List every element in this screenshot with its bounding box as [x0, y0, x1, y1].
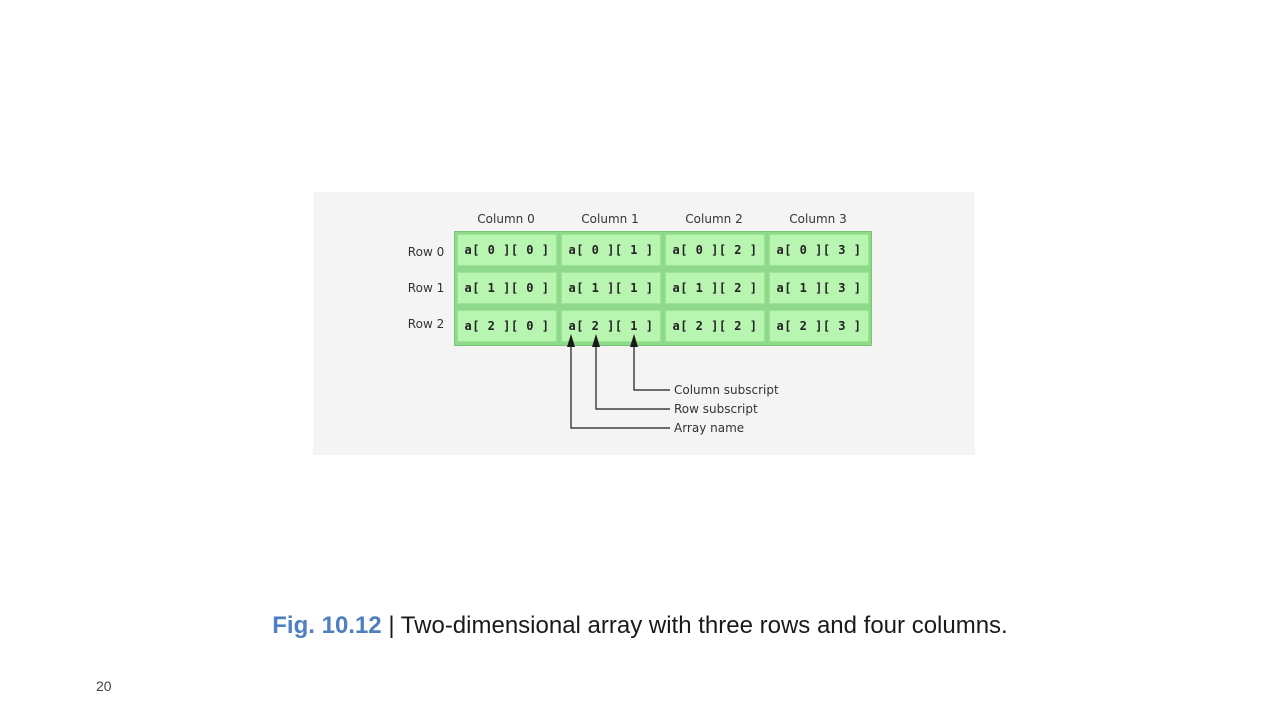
array-cell-1-0: a[ 1 ][ 0 ] — [457, 272, 557, 304]
caption-text: Two-dimensional array with three rows an… — [400, 612, 1008, 639]
row-subscript-label: Row subscript — [674, 402, 758, 416]
column-header-3: Column 3 — [789, 212, 847, 226]
row-header-2: Row 2 — [407, 317, 445, 331]
array-cell-0-0: a[ 0 ][ 0 ] — [457, 234, 557, 266]
row-subscript-leader — [595, 346, 670, 410]
row-header-1: Row 1 — [407, 281, 445, 295]
column-header-0: Column 0 — [477, 212, 535, 226]
column-header-2: Column 2 — [685, 212, 743, 226]
row-header-0: Row 0 — [407, 245, 445, 259]
column-subscript-leader — [633, 346, 670, 391]
column-subscript-label: Column subscript — [674, 383, 779, 397]
array-grid: a[ 0 ][ 0 ] a[ 0 ][ 1 ] a[ 0 ][ 2 ] a[ 0… — [454, 231, 872, 346]
array-name-arrowhead — [567, 334, 575, 347]
column-subscript-arrowhead — [630, 334, 638, 347]
array-cell-2-3: a[ 2 ][ 3 ] — [769, 310, 869, 342]
array-cell-0-1: a[ 0 ][ 1 ] — [561, 234, 661, 266]
array-cell-0-3: a[ 0 ][ 3 ] — [769, 234, 869, 266]
array-cell-1-3: a[ 1 ][ 3 ] — [769, 272, 869, 304]
array-cell-2-1: a[ 2 ][ 1 ] — [561, 310, 661, 342]
figure-caption: Fig. 10.12 | Two-dimensional array with … — [0, 612, 1280, 640]
array-name-label: Array name — [674, 421, 745, 435]
array-cell-1-1: a[ 1 ][ 1 ] — [561, 272, 661, 304]
slide-number: 20 — [96, 678, 112, 694]
figure-number: Fig. 10.12 — [272, 612, 382, 639]
caption-separator: | — [381, 612, 401, 639]
array-name-leader — [570, 346, 670, 429]
array-cell-2-0: a[ 2 ][ 0 ] — [457, 310, 557, 342]
column-header-1: Column 1 — [581, 212, 639, 226]
array-cell-2-2: a[ 2 ][ 2 ] — [665, 310, 765, 342]
array-cell-1-2: a[ 1 ][ 2 ] — [665, 272, 765, 304]
row-subscript-arrowhead — [592, 334, 600, 347]
array-cell-0-2: a[ 0 ][ 2 ] — [665, 234, 765, 266]
